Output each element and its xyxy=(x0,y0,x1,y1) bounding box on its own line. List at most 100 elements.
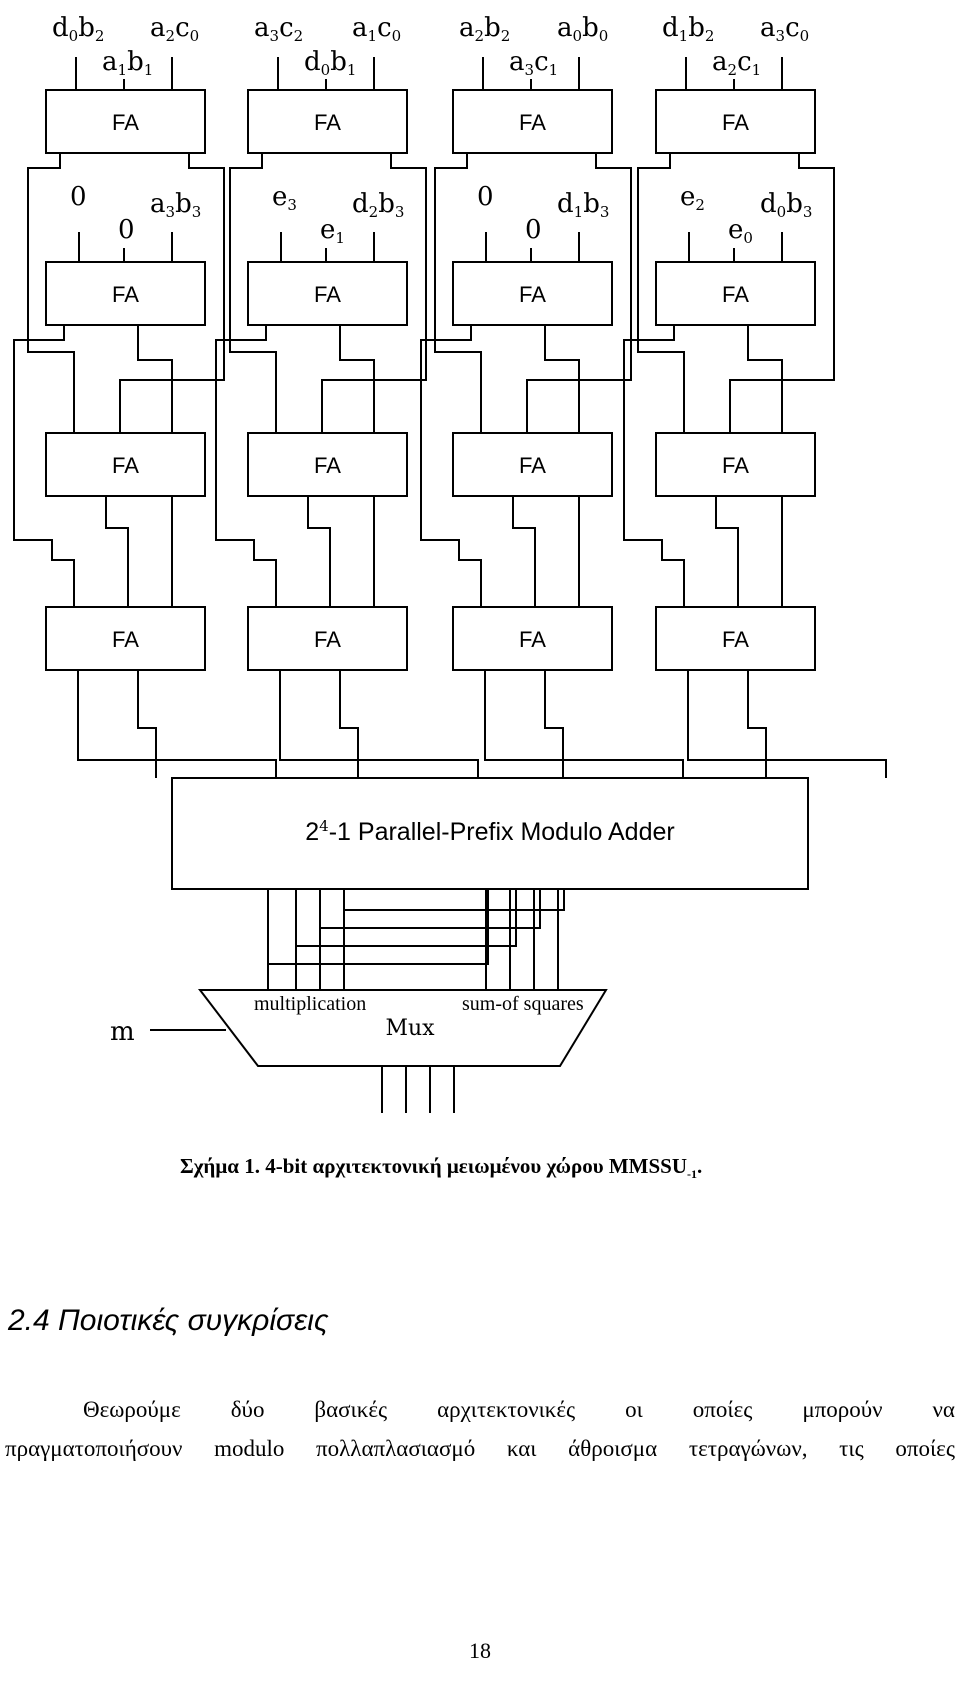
mux-select-label: m xyxy=(110,1017,135,1047)
word: βασικές xyxy=(314,1397,388,1422)
wire xyxy=(544,670,564,778)
word: αρχιτεκτονικές xyxy=(437,1397,576,1422)
full-adder-box xyxy=(45,432,206,497)
wire xyxy=(434,153,482,433)
wire xyxy=(215,325,277,607)
wire xyxy=(747,325,783,433)
input-label: e2 xyxy=(680,182,705,214)
input-label: e3 xyxy=(272,182,297,214)
word: μπορούν xyxy=(802,1397,883,1422)
wire xyxy=(339,325,375,433)
input-label: d1b2 xyxy=(662,13,714,45)
wire xyxy=(526,153,632,433)
word: οποίες xyxy=(692,1397,753,1422)
word: modulo xyxy=(214,1436,285,1461)
full-adder-box xyxy=(247,89,408,154)
input-label: 0 xyxy=(118,215,135,245)
full-adder-box xyxy=(247,432,408,497)
full-adder-box xyxy=(45,261,206,326)
wire xyxy=(544,325,580,433)
word: και xyxy=(506,1436,537,1461)
word: οι xyxy=(625,1397,643,1422)
figure-caption: Σχήμα 1. 4-bit αρχιτεκτονική μειωμένου χ… xyxy=(180,1154,940,1182)
mux-multiplication-label: multiplication xyxy=(254,993,366,1015)
wire xyxy=(137,670,157,778)
paragraph-line-1: Θεωρούμε δύο βασικές αρχιτεκτονικές οι ο… xyxy=(5,1390,955,1429)
wire xyxy=(715,496,739,607)
full-adder-box xyxy=(45,89,206,154)
input-label: a3c0 xyxy=(760,13,809,45)
wire xyxy=(729,153,835,433)
fa-label: FA xyxy=(722,453,749,478)
modulo-adder-box xyxy=(171,777,809,890)
caption-subscript: -1 xyxy=(687,1167,698,1182)
mux-sum-of-squares-label: sum-of squares xyxy=(462,993,584,1015)
input-label: e0 xyxy=(728,215,753,247)
full-adder-box xyxy=(452,432,613,497)
full-adder-box xyxy=(452,261,613,326)
wire xyxy=(13,325,75,607)
page-number: 18 xyxy=(469,1638,491,1663)
input-label: d0b3 xyxy=(760,189,812,221)
input-label: 0 xyxy=(525,215,542,245)
input-label: 0 xyxy=(477,182,494,212)
full-adder-box xyxy=(247,606,408,671)
full-adder-box xyxy=(45,606,206,671)
fa-label: FA xyxy=(519,282,546,307)
wire xyxy=(420,325,482,607)
fa-label: FA xyxy=(722,282,749,307)
wire xyxy=(137,325,173,433)
wire xyxy=(687,670,887,778)
fa-label: FA xyxy=(314,453,341,478)
section-heading: 2.4 Ποιοτικές συγκρίσεις xyxy=(8,1304,329,1337)
mux-label: Mux xyxy=(385,1016,435,1041)
full-adder-box xyxy=(452,89,613,154)
wire xyxy=(339,670,359,778)
wire xyxy=(119,153,225,433)
body-paragraph: Θεωρούμε δύο βασικές αρχιτεκτονικές οι ο… xyxy=(5,1390,955,1468)
fa-label: FA xyxy=(314,627,341,652)
input-label: a3c2 xyxy=(254,13,303,45)
input-label: a1b1 xyxy=(102,47,153,79)
wire xyxy=(279,670,479,778)
word: πραγματοποιήσουν xyxy=(5,1436,183,1461)
full-adder-box xyxy=(452,606,613,671)
wire xyxy=(623,325,685,607)
word: τις xyxy=(839,1436,864,1461)
caption-text: Σχήμα 1. 4-bit αρχιτεκτονική μειωμένου χ… xyxy=(180,1154,688,1178)
wire xyxy=(637,153,685,433)
fa-label: FA xyxy=(112,453,139,478)
input-label: d0b2 xyxy=(52,13,104,45)
input-label: a0b0 xyxy=(557,13,608,45)
wire xyxy=(296,889,517,947)
input-label: a1c0 xyxy=(352,13,401,45)
word: πολλαπλασιασμό xyxy=(316,1436,476,1461)
full-adder-box xyxy=(655,89,816,154)
fa-label: FA xyxy=(722,627,749,652)
word: δύο xyxy=(230,1397,265,1422)
wire xyxy=(321,153,427,433)
full-adder-box xyxy=(655,261,816,326)
fa-label: FA xyxy=(519,453,546,478)
input-label: d1b3 xyxy=(557,189,609,221)
input-label: a3c1 xyxy=(509,47,558,79)
fa-label: FA xyxy=(314,282,341,307)
wire xyxy=(344,889,565,911)
input-label: e1 xyxy=(320,215,345,247)
fa-label: FA xyxy=(722,110,749,135)
input-label: d0b1 xyxy=(304,47,356,79)
fa-label: FA xyxy=(112,282,139,307)
input-label: a2c0 xyxy=(150,13,199,45)
mux-shape xyxy=(197,989,608,1067)
paragraph-line-2: πραγματοποιήσουν modulo πολλαπλασιασμό κ… xyxy=(5,1429,955,1468)
fa-label: FA xyxy=(112,627,139,652)
wire xyxy=(484,670,684,778)
wire xyxy=(307,496,331,607)
fa-label: FA xyxy=(519,627,546,652)
word: να xyxy=(932,1397,955,1422)
caption-end: . xyxy=(697,1154,703,1178)
wire xyxy=(229,153,277,433)
input-label: 0 xyxy=(70,182,87,212)
wire xyxy=(747,670,767,778)
word: τετραγώνων, xyxy=(688,1436,808,1461)
